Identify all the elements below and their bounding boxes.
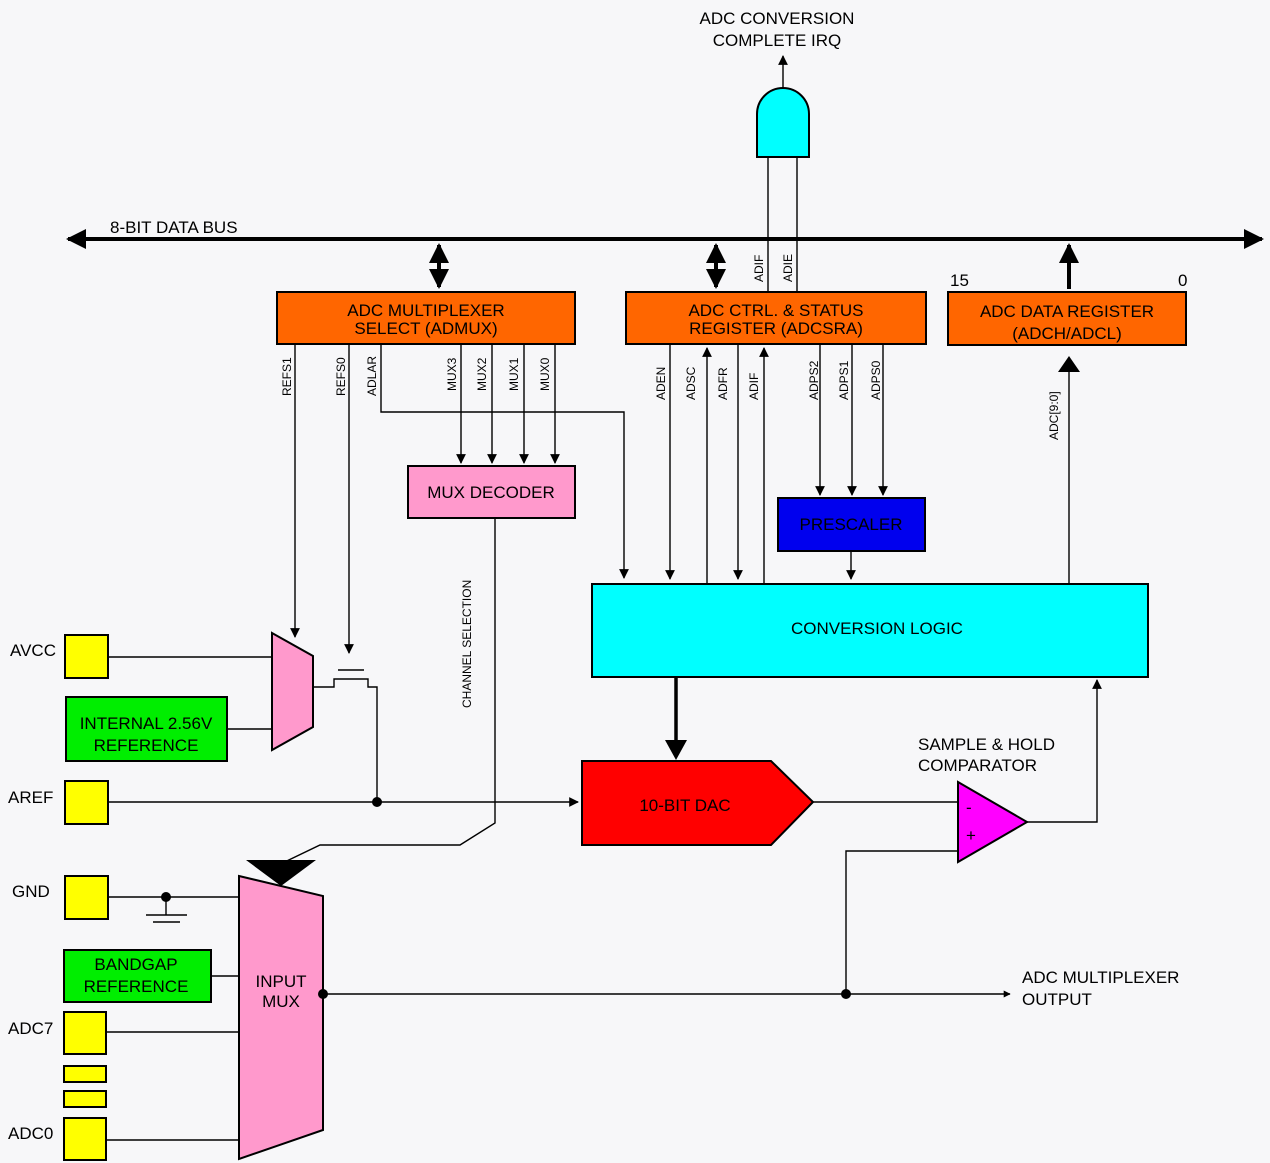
- pin-adc7-label: ADC7: [8, 1019, 53, 1038]
- pin-ellipsis-bottom: [63, 1090, 107, 1108]
- pin-adc0-label: ADC0: [8, 1124, 53, 1143]
- sample-hold-comparator: [957, 780, 1029, 864]
- adcsra-signal-adps1: ADPS1: [837, 360, 851, 400]
- pin-avcc: [64, 634, 109, 679]
- adcsra-signal-adif: ADIF: [747, 373, 761, 400]
- gate-signal-adif: ADIF: [752, 255, 766, 282]
- and-gate: [756, 87, 810, 158]
- admux-label-line1: ADC MULTIPLEXER: [347, 301, 504, 320]
- admux-signal-adlar: ADLAR: [365, 356, 379, 396]
- prescaler: [777, 497, 926, 552]
- channel-selection-wire: [267, 518, 496, 871]
- bandgap-label-line1: BANDGAP: [94, 955, 177, 974]
- logic-to-dac-arrowhead: [665, 740, 687, 760]
- mux-decoder-label: MUX DECODER: [427, 483, 555, 502]
- admux-signal-mux2: MUX2: [475, 357, 489, 391]
- sample-hold-label-line2: COMPARATOR: [918, 756, 1037, 775]
- mux-to-comparator-wire: [845, 850, 958, 994]
- pin-avcc-label: AVCC: [10, 641, 56, 660]
- comparator-plus: +: [966, 826, 976, 845]
- adlar-wire: [380, 344, 629, 579]
- admux-signal-mux3: MUX3: [445, 357, 459, 391]
- bandgap-reference: [63, 949, 212, 1003]
- mux-output-junction: [841, 989, 851, 999]
- input-mux-label-line1: INPUT: [256, 972, 307, 991]
- admux-label-line2: SELECT (ADMUX): [354, 319, 497, 338]
- pin-gnd: [64, 875, 109, 920]
- mux-output-node: [318, 989, 328, 999]
- adc-data-label-line2: (ADCH/ADCL): [1012, 324, 1122, 343]
- sample-hold-label-line1: SAMPLE & HOLD: [918, 735, 1055, 754]
- adcsra-signal-adps0: ADPS0: [869, 360, 883, 400]
- pin-gnd-label: GND: [12, 882, 50, 901]
- internal-ref-label-line1: INTERNAL 2.56V: [80, 714, 213, 733]
- register-high-bit: 15: [950, 271, 969, 290]
- internal-256v-reference: [65, 696, 228, 762]
- prescaler-label: PRESCALER: [800, 515, 903, 534]
- adc-result-arrowhead: [1058, 356, 1080, 372]
- conversion-logic-label: CONVERSION LOGIC: [791, 619, 963, 638]
- pin-aref: [64, 780, 109, 825]
- admux-signal-refs0: REFS0: [334, 357, 348, 396]
- mux-output-label-line2: OUTPUT: [1022, 990, 1092, 1009]
- adcsra-signal-aden: ADEN: [654, 367, 668, 400]
- channel-select-arrow: [246, 860, 316, 886]
- input-mux: [238, 874, 324, 1161]
- irq-label-line2: COMPLETE IRQ: [713, 31, 841, 50]
- comparator-to-logic-wire: [1027, 679, 1102, 823]
- adc-data-label-line1: ADC DATA REGISTER: [980, 302, 1154, 321]
- admux-signal-mux0: MUX0: [538, 357, 552, 391]
- conversion-logic: [591, 583, 1149, 678]
- admux-signal-mux1: MUX1: [507, 357, 521, 391]
- data-bus-label: 8-BIT DATA BUS: [110, 218, 238, 237]
- pin-aref-label: AREF: [8, 788, 53, 807]
- input-mux-label-line2: MUX: [262, 992, 300, 1011]
- aref-junction: [372, 797, 382, 807]
- admux-register: [276, 291, 576, 345]
- mux-decoder: [407, 465, 576, 519]
- pin-adc0: [63, 1117, 107, 1161]
- ref-switch-wire: [313, 678, 378, 800]
- pin-ellipsis-top: [63, 1065, 107, 1083]
- reference-select-mux: [271, 631, 314, 752]
- comparator-minus: -: [966, 798, 972, 817]
- adcsra-register: [625, 291, 927, 345]
- dac-label: 10-BIT DAC: [639, 796, 730, 815]
- adc-bits-label: ADC[9:0]: [1047, 391, 1061, 440]
- pin-adc7: [63, 1011, 107, 1055]
- adcsra-signal-adps2: ADPS2: [807, 360, 821, 400]
- adcsra-label-line2: REGISTER (ADCSRA): [689, 319, 863, 338]
- bandgap-label-line2: REFERENCE: [84, 977, 189, 996]
- irq-label-line1: ADC CONVERSION: [700, 9, 855, 28]
- register-low-bit: 0: [1178, 271, 1187, 290]
- channel-selection-label: CHANNEL SELECTION: [460, 580, 474, 708]
- admux-signal-refs1: REFS1: [280, 357, 294, 396]
- internal-ref-label-line2: REFERENCE: [94, 736, 199, 755]
- adcsra-signal-adfr: ADFR: [716, 367, 730, 400]
- adcsra-label-line1: ADC CTRL. & STATUS: [688, 301, 863, 320]
- gate-signal-adie: ADIE: [781, 254, 795, 282]
- mux-output-label-line1: ADC MULTIPLEXER: [1022, 968, 1179, 987]
- dac-10bit: [581, 760, 815, 846]
- adc-data-register: [947, 291, 1187, 346]
- adcsra-signal-adsc: ADSC: [684, 366, 698, 400]
